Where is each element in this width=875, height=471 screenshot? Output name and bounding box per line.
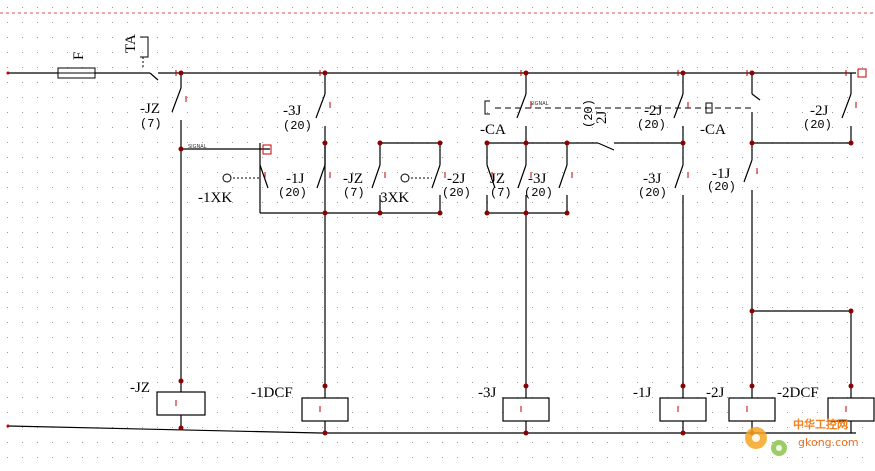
2j-b-label: -2J — [447, 171, 465, 187]
jz-c-sub: (7) — [490, 186, 512, 200]
xk3-indicator — [400, 173, 410, 183]
1j-a-label: -1J — [286, 171, 304, 187]
fuse-label: F — [71, 52, 87, 60]
coil-2dcf — [827, 397, 875, 422]
ta-switch — [140, 36, 149, 68]
column-1dcf — [259, 73, 326, 433]
3j-c-sub: (20) — [524, 186, 553, 200]
3j-c-label: -3J — [528, 171, 546, 187]
watermark-url: gkong.com — [798, 436, 859, 449]
2j-vert-label: 2J — [594, 111, 610, 125]
pin-ticks — [175, 70, 857, 412]
signal-terminal — [262, 144, 272, 155]
jz-contact-label: -JZ — [140, 101, 160, 117]
terminal-markers — [6, 68, 867, 428]
power-rails — [7, 72, 856, 434]
xk1-indicator — [222, 173, 232, 183]
ca-right-label: -CA — [700, 122, 726, 138]
coil-1j-label: -1J — [633, 385, 651, 401]
3j-d-sub: (20) — [638, 186, 667, 200]
2j-b-sub: (20) — [442, 186, 471, 200]
coil-jz — [156, 391, 206, 416]
ca-left-label: -CA — [480, 122, 506, 138]
contact-1j — [259, 164, 326, 189]
3j-top-sub: (20) — [283, 119, 312, 133]
jz-mid-label: -JZ — [343, 171, 363, 187]
1j-e-label: -1J — [712, 166, 730, 182]
2j-far-label: -2J — [810, 103, 828, 119]
coil-3j-label: -3J — [478, 385, 496, 401]
ca-left-switch — [484, 100, 490, 115]
coil-1dcf-label: -1DCF — [251, 385, 293, 401]
jz-mid-sub: (7) — [343, 186, 365, 200]
xk1-label: -1XK — [198, 190, 232, 206]
jz-c-label: JZ — [490, 171, 505, 187]
xk3-label: 3XK — [380, 190, 409, 206]
2j-mid-label: -2J — [644, 103, 662, 119]
2j-far-sub: (20) — [803, 118, 832, 132]
ca-right-switch — [705, 102, 713, 114]
coil-jz-label: -JZ — [130, 380, 150, 396]
ta-label: TA — [123, 34, 139, 53]
coil-1j — [659, 397, 707, 422]
1j-a-sub: (20) — [278, 186, 307, 200]
3j-d-label: -3J — [643, 171, 661, 187]
watermark: 中华工控网 gkong.com — [745, 417, 859, 456]
2j-vert-sub: (20) — [582, 99, 596, 128]
3j-top-label: -3J — [283, 103, 301, 119]
junction-dots — [178, 70, 854, 436]
coil-2dcf-label: -2DCF — [777, 385, 819, 401]
signal-label-1: SIGNAL — [188, 144, 207, 150]
signal-label-2: SIGNAL — [530, 101, 549, 107]
coil-1dcf — [301, 397, 349, 422]
coil-3j — [502, 397, 550, 422]
watermark-name: 中华工控网 — [793, 417, 848, 431]
coil-2j — [728, 397, 776, 422]
2j-mid-sub: (20) — [637, 118, 666, 132]
1j-e-sub: (20) — [707, 180, 736, 194]
jz-contact-sub: (7) — [140, 117, 162, 131]
coil-2j-label: -2J — [706, 385, 724, 401]
column-2j-2dcf — [743, 73, 852, 433]
